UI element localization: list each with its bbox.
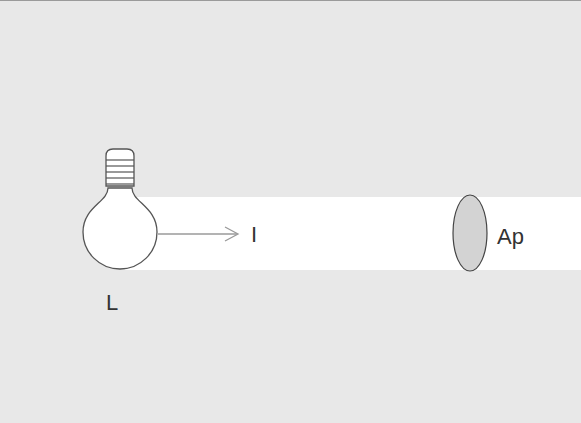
light-beam [125, 197, 581, 270]
symbol-label: I [251, 224, 257, 246]
top-rule [0, 0, 581, 1]
light-bulb [83, 149, 157, 269]
area-disc [453, 195, 487, 271]
intensity-arrow [158, 227, 238, 241]
symbol-label: Ap [497, 226, 524, 248]
symbol-label: L [106, 292, 118, 314]
